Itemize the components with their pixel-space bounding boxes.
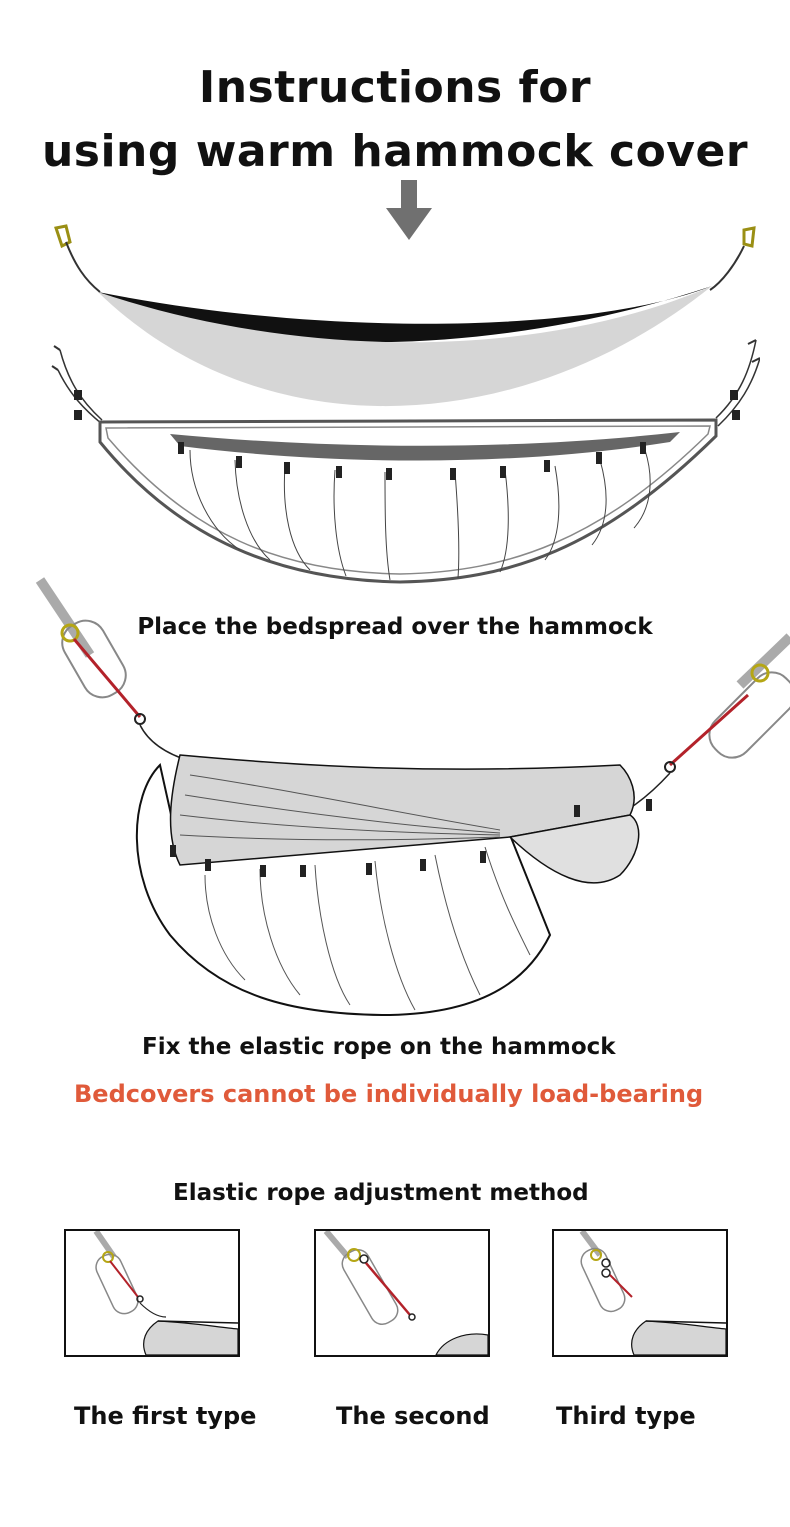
step1-caption: Place the bedspread over the hammock: [137, 614, 653, 640]
page-title-line1: Instructions for: [198, 62, 592, 113]
type-label-second: The second: [336, 1402, 490, 1430]
step2-caption: Fix the elastic rope on the hammock: [142, 1034, 616, 1060]
down-arrow-icon: [386, 180, 432, 240]
adjustment-panel-third: [552, 1229, 728, 1357]
load-bearing-warning: Bedcovers cannot be individually load-be…: [74, 1080, 704, 1108]
hammock-with-bedspread-illustration: [51, 224, 760, 584]
adjustment-panel-second: [314, 1229, 490, 1357]
adjustment-panel-first: [64, 1229, 240, 1357]
page-title-line2: using warm hammock cover: [41, 126, 749, 177]
type-label-third: Third type: [556, 1402, 696, 1430]
adjustment-heading: Elastic rope adjustment method: [173, 1180, 589, 1206]
bedspread-fixed-illustration: [35, 577, 790, 1017]
type-label-first: The first type: [74, 1402, 257, 1430]
